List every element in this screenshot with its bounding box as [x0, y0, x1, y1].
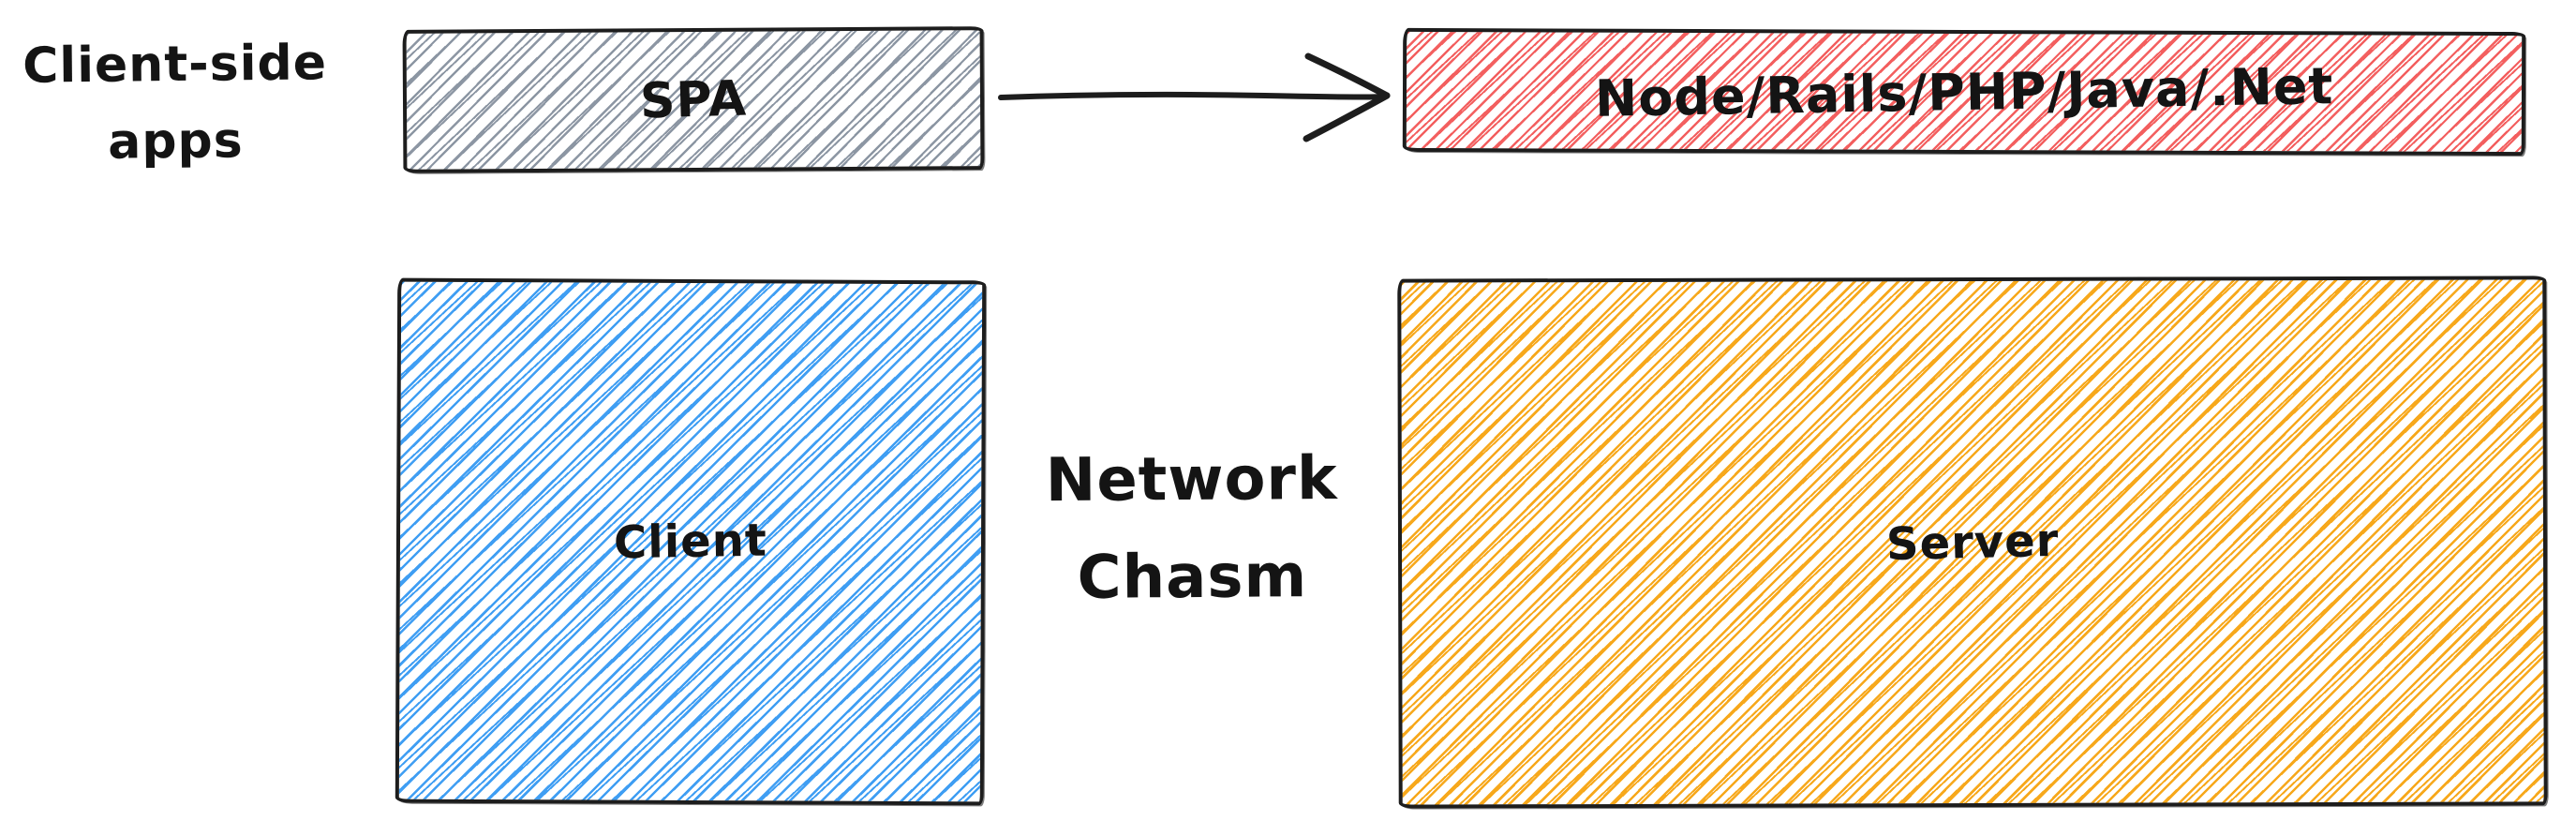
network-chasm-line2: Chasm [1077, 542, 1308, 613]
backend-box: Node/Rails/PHP/Java/.Net [1402, 27, 2526, 157]
spa-to-backend-arrow [998, 52, 1391, 142]
spa-box: SPA [402, 26, 985, 173]
arrow-head-lower [1303, 92, 1391, 142]
server-label: Server [1885, 514, 2060, 571]
server-box: Server [1397, 276, 2548, 809]
network-chasm-line1: Network [1045, 443, 1338, 516]
arrow-shaft [998, 91, 1386, 100]
client-side-apps-line1: Client-side [22, 35, 328, 95]
arrow-head-upper [1304, 52, 1391, 99]
backend-label: Node/Rails/PHP/Java/.Net [1594, 55, 2334, 128]
client-side-apps-label: Client-side apps [20, 24, 331, 181]
client-label: Client [613, 514, 768, 570]
spa-label: SPA [639, 69, 748, 130]
client-box: Client [395, 277, 987, 806]
network-chasm-label: Network Chasm [994, 430, 1389, 628]
client-side-apps-line2: apps [107, 112, 244, 171]
